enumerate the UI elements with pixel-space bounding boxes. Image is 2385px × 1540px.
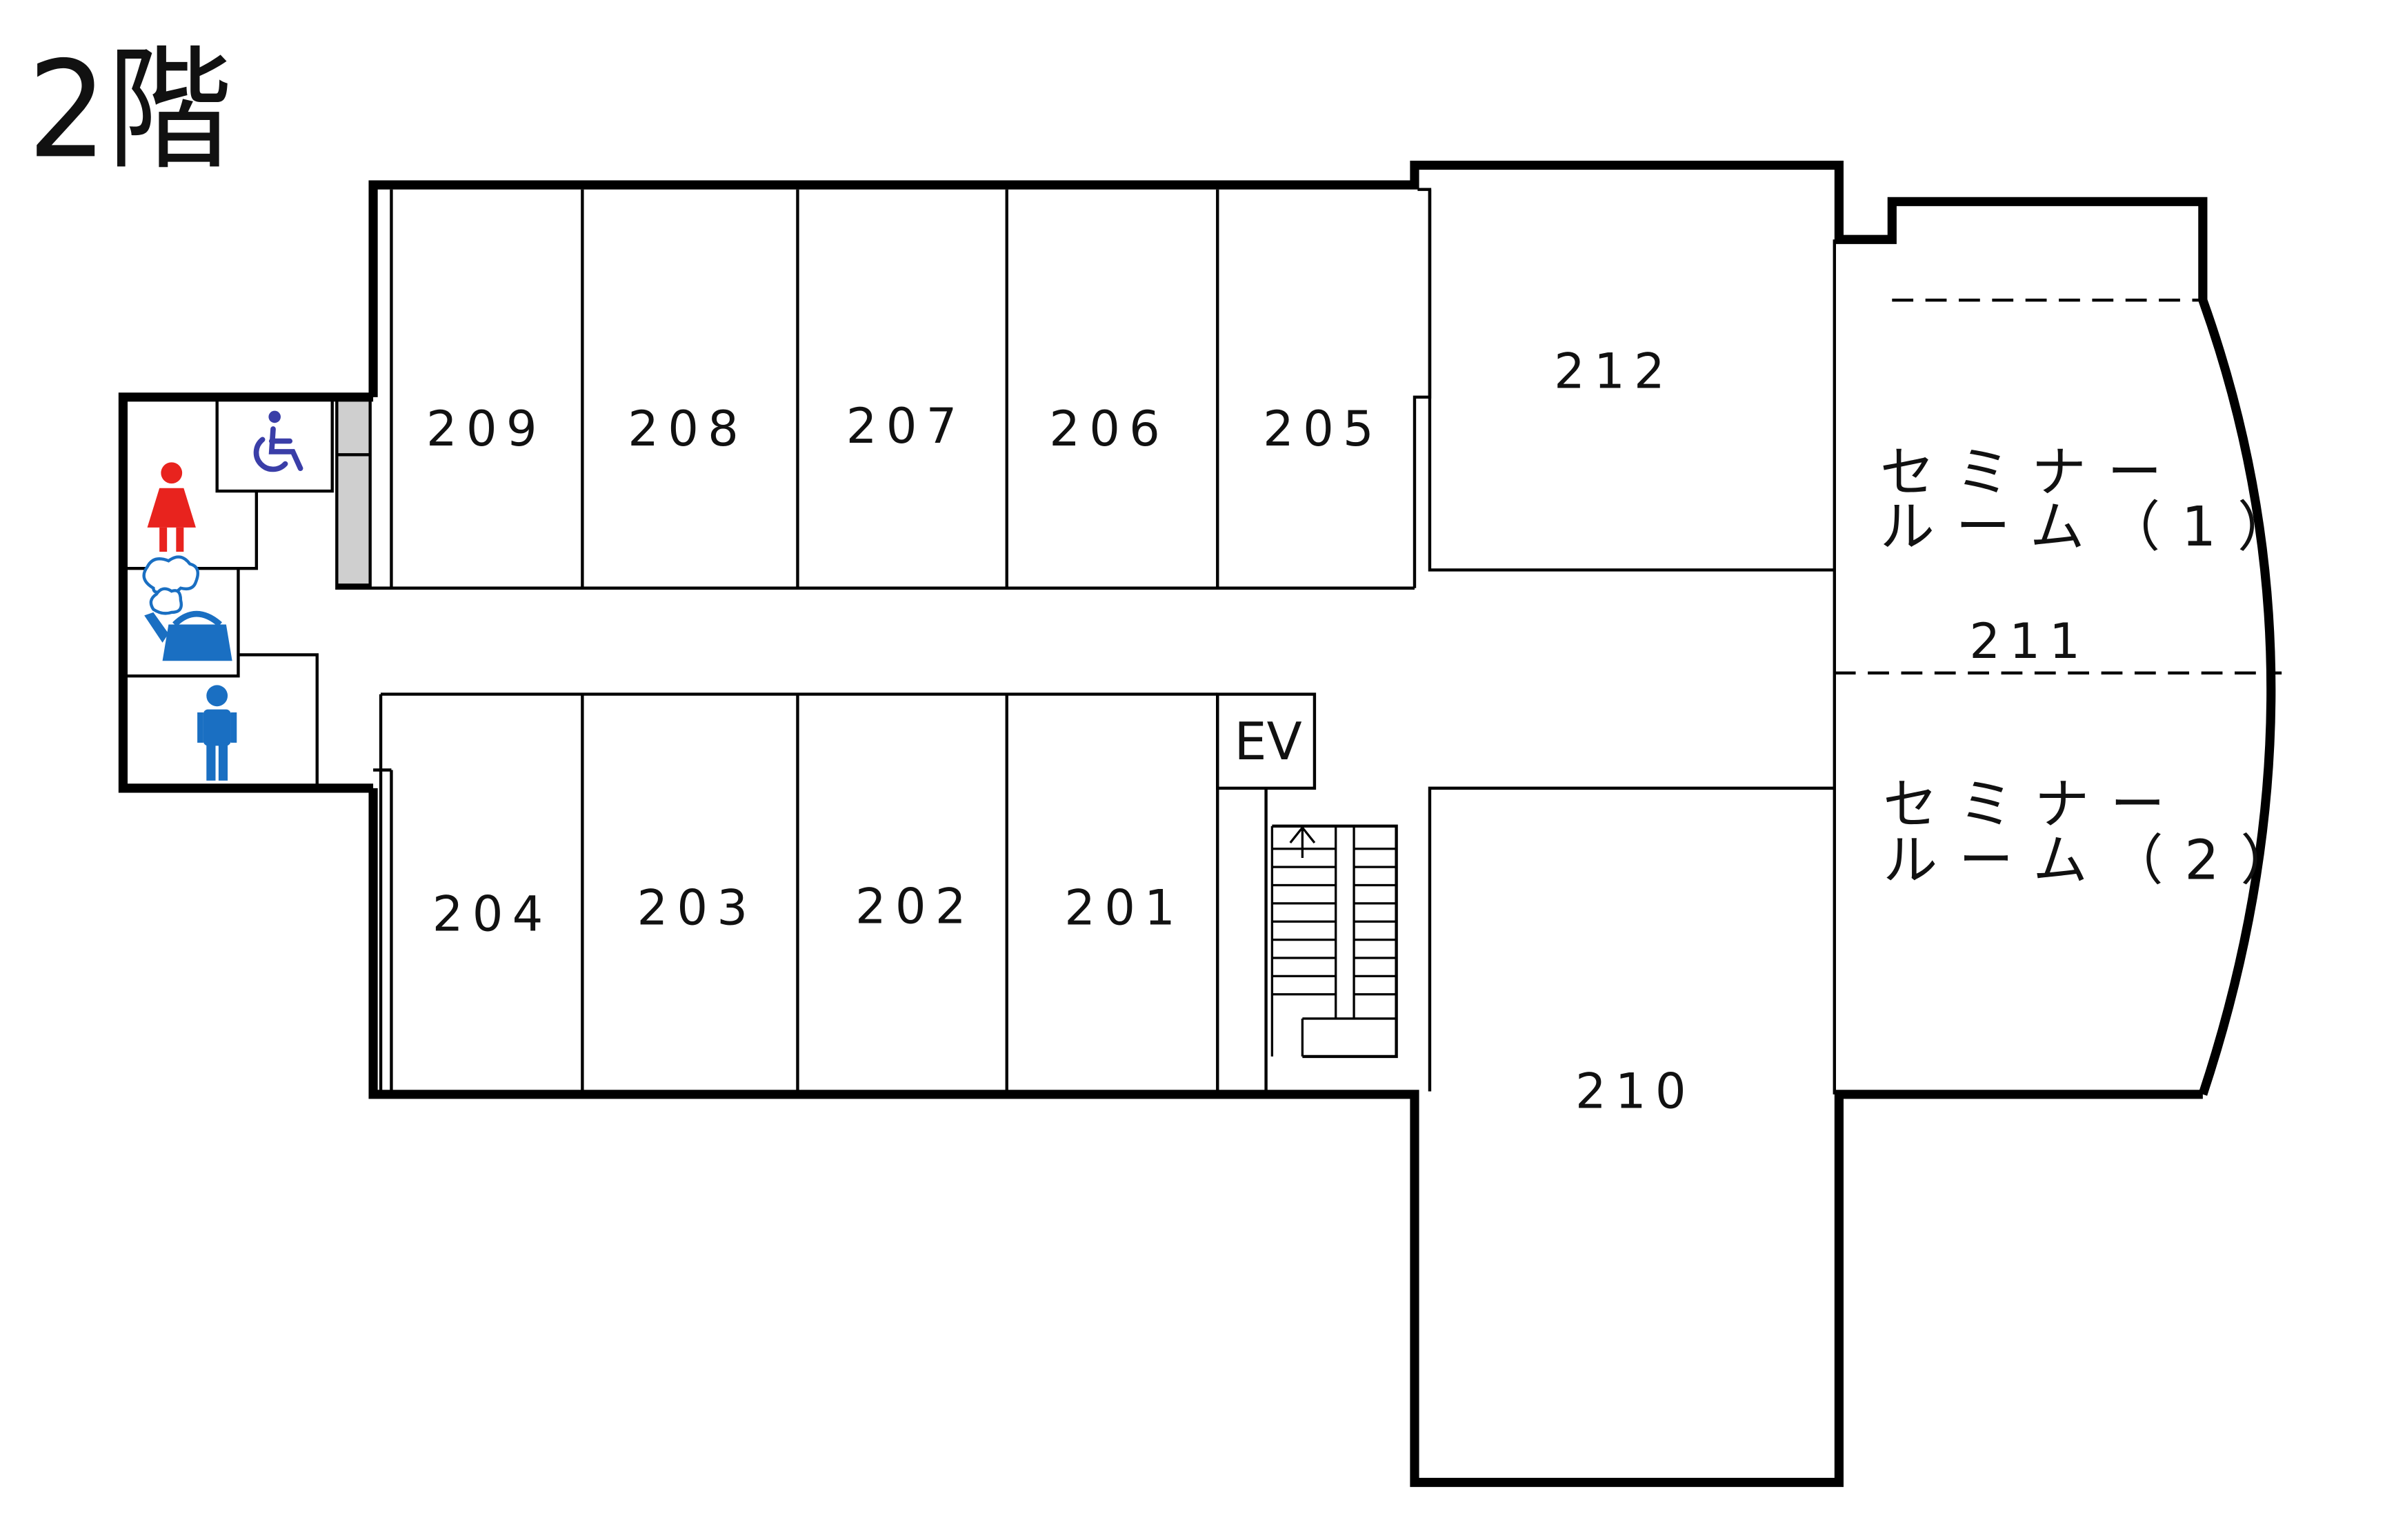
room-210-label: 210 [1575,1063,1695,1120]
room-207-label: 207 [846,398,966,454]
room-212-label: 212 [1554,343,1674,400]
room-202-label: 202 [855,878,975,934]
kettle-kitchenette-icon [142,555,232,661]
wheelchair-accessible-icon [253,410,303,472]
room-203-label: 203 [637,880,757,937]
stairs [1270,826,1397,1057]
room-211-label: 211 [1969,613,2089,670]
room-209-label: 209 [426,401,546,457]
room-206-label: 206 [1049,401,1169,457]
room-201-label: 201 [1064,880,1184,937]
room-205-label: 205 [1263,401,1383,457]
seminar-room-2-line2: ルーム（2） [1883,829,2316,892]
seminar-room-1-line2: ルーム（1） [1880,495,2313,559]
floor-title: 2階 [28,32,232,188]
interior-walls [335,188,2282,1094]
seminar-room-1-line1: セミナー [1880,441,2184,504]
womens-restroom-icon [147,462,196,552]
elevator-label: EV [1234,712,1301,772]
exterior-walls [118,160,2276,1488]
shaded-pillar [335,399,372,587]
room-208-label: 208 [628,401,748,457]
mens-restroom-icon [197,685,237,781]
seminar-room-2-line1: セミナー [1883,772,2186,836]
room-204-label: 204 [432,886,552,942]
